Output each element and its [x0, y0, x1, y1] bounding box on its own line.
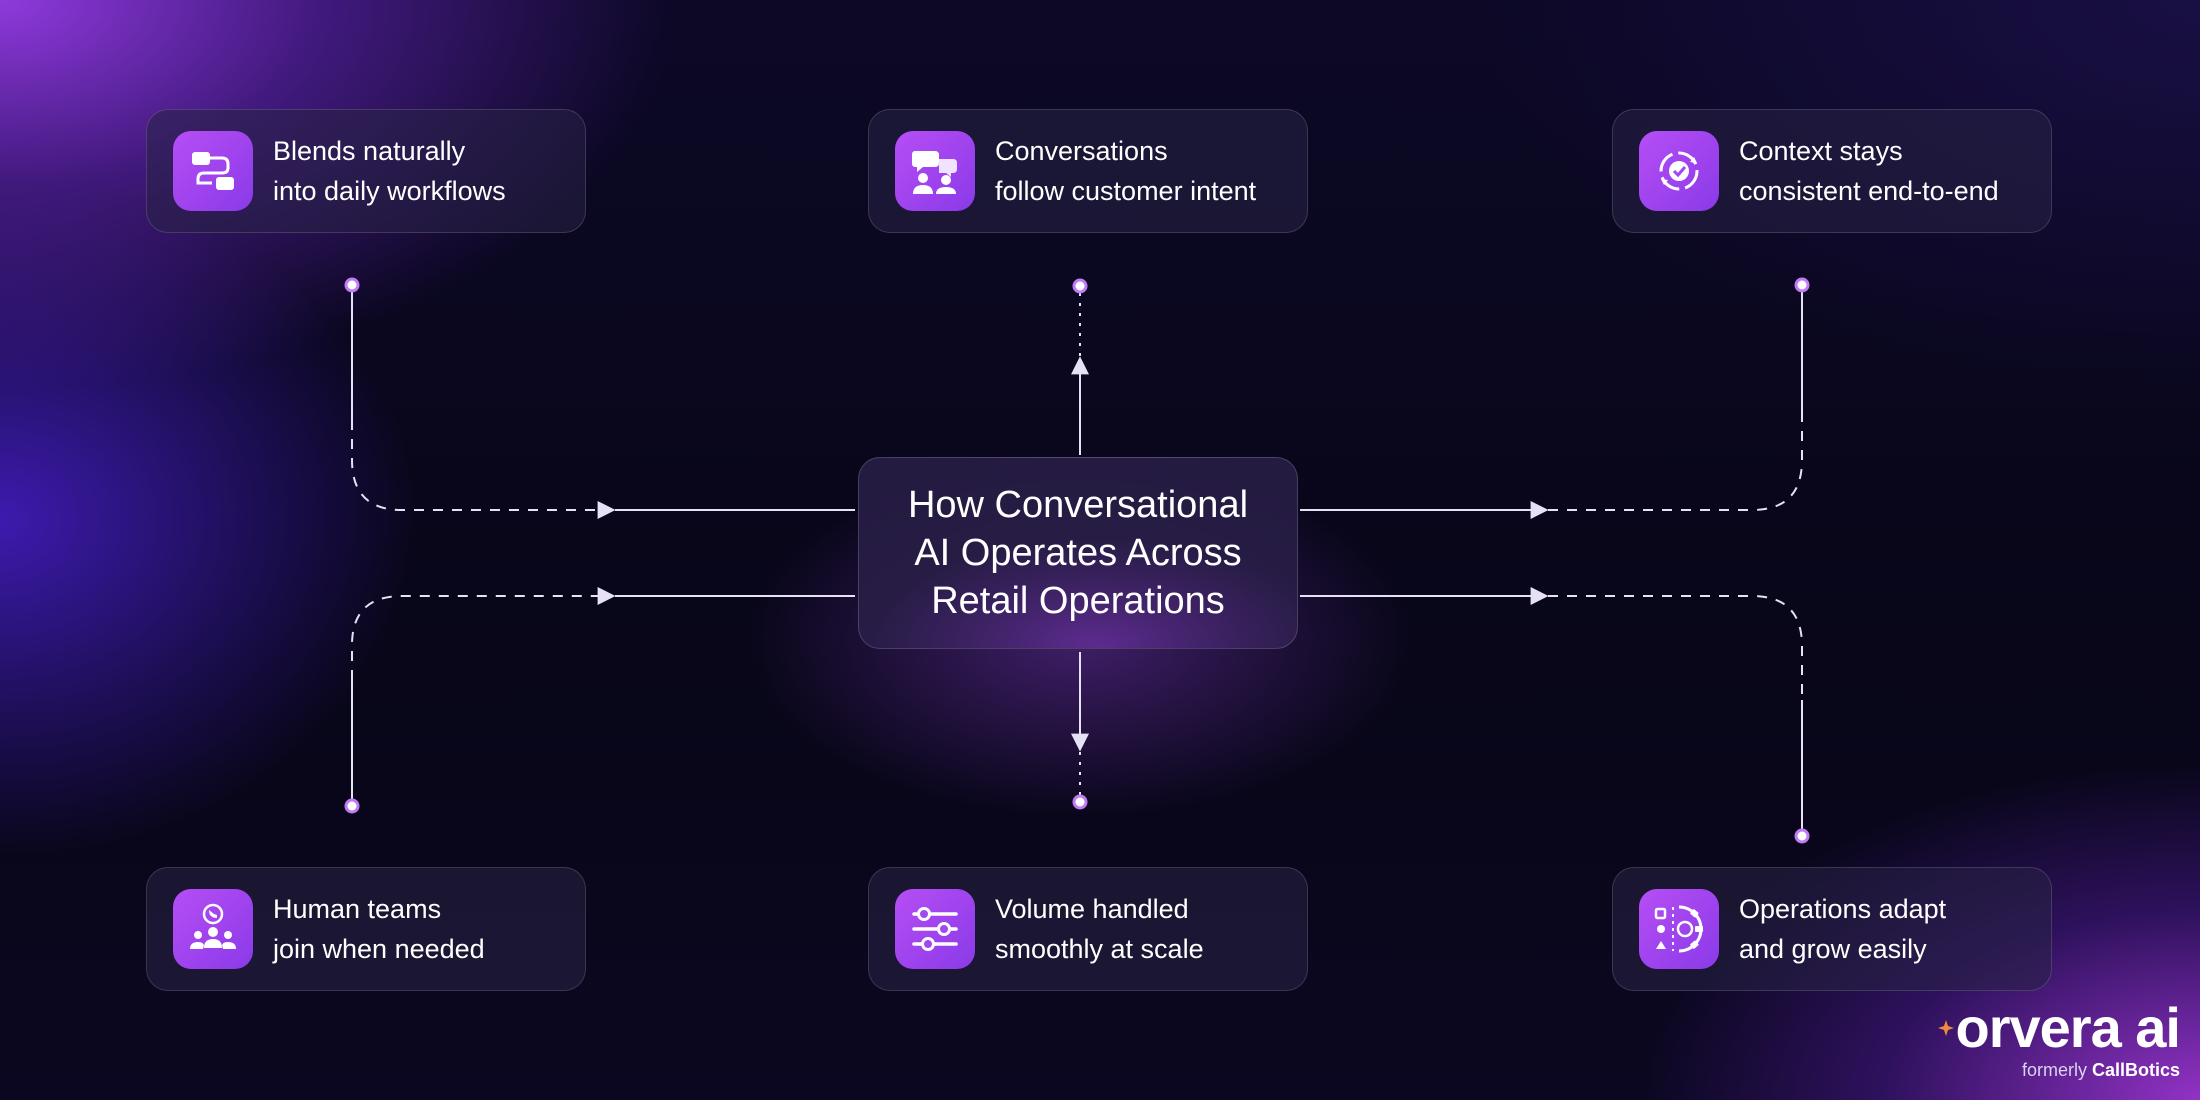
card-line-1: Context stays — [1739, 136, 1903, 166]
center-title-line-1: How Conversational — [907, 484, 1249, 526]
sparkle-icon — [1937, 1020, 1954, 1036]
card-line-1: Blends naturally — [273, 136, 466, 166]
card-line-2: smoothly at scale — [995, 934, 1204, 964]
card-line-2: into daily workflows — [273, 176, 506, 206]
card-line-2: consistent end-to-end — [1739, 176, 1999, 206]
connector-top-right-dashed — [1548, 420, 1803, 511]
card-operations-adapt: Operations adapt and grow easily — [1612, 867, 2052, 991]
card-context-consistent: Context stays consistent end-to-end — [1612, 109, 2052, 233]
card-line-2: and grow easily — [1739, 934, 1927, 964]
brand-formerly-name: CallBotics — [2091, 1060, 2180, 1080]
brand-wordmark: orvera ai — [1937, 996, 2181, 1059]
conversation-users-icon — [895, 131, 975, 211]
team-phone-icon — [173, 889, 253, 969]
node-dot-top-left — [344, 277, 360, 293]
brand-formerly-label: formerly — [2021, 1060, 2087, 1080]
gear-adapt-icon — [1639, 889, 1719, 969]
brand-formerly: formerly CallBotics — [2022, 1060, 2180, 1081]
node-dot-bottom-left — [344, 798, 360, 814]
card-line-1: Human teams — [273, 894, 442, 924]
card-blends-workflows: Blends naturally into daily workflows — [146, 109, 586, 233]
sliders-icon — [895, 889, 975, 969]
connector-bottom-right-dashed — [1548, 595, 1803, 700]
card-line-2: follow customer intent — [995, 176, 1257, 206]
node-dot-bottom-right — [1794, 828, 1810, 844]
card-line-1: Operations adapt — [1739, 894, 1947, 924]
connector-bottom-left-dashed — [351, 587, 616, 680]
brand-logo: orvera ai formerly CallBotics — [1910, 996, 2181, 1081]
card-line-1: Conversations — [995, 136, 1168, 166]
node-dot-top-center — [1072, 278, 1088, 294]
connector-top-left-dashed — [351, 420, 616, 519]
card-line-1: Volume handled — [995, 894, 1189, 924]
center-title-line-3: Retail Operations — [931, 580, 1225, 622]
card-conversations-intent: Conversations follow customer intent — [868, 109, 1308, 233]
brand-name: orvera ai — [1955, 996, 2181, 1059]
cycle-check-icon — [1639, 131, 1719, 211]
center-title-line-2: AI Operates Across — [914, 532, 1242, 574]
card-human-teams: Human teams join when needed — [146, 867, 586, 991]
center-title-box: How Conversational AI Operates Across Re… — [858, 457, 1298, 649]
node-dot-bottom-center — [1072, 794, 1088, 810]
card-line-2: join when needed — [273, 934, 485, 964]
node-dot-top-right — [1794, 277, 1810, 293]
card-volume-scale: Volume handled smoothly at scale — [868, 867, 1308, 991]
workflow-icon — [173, 131, 253, 211]
